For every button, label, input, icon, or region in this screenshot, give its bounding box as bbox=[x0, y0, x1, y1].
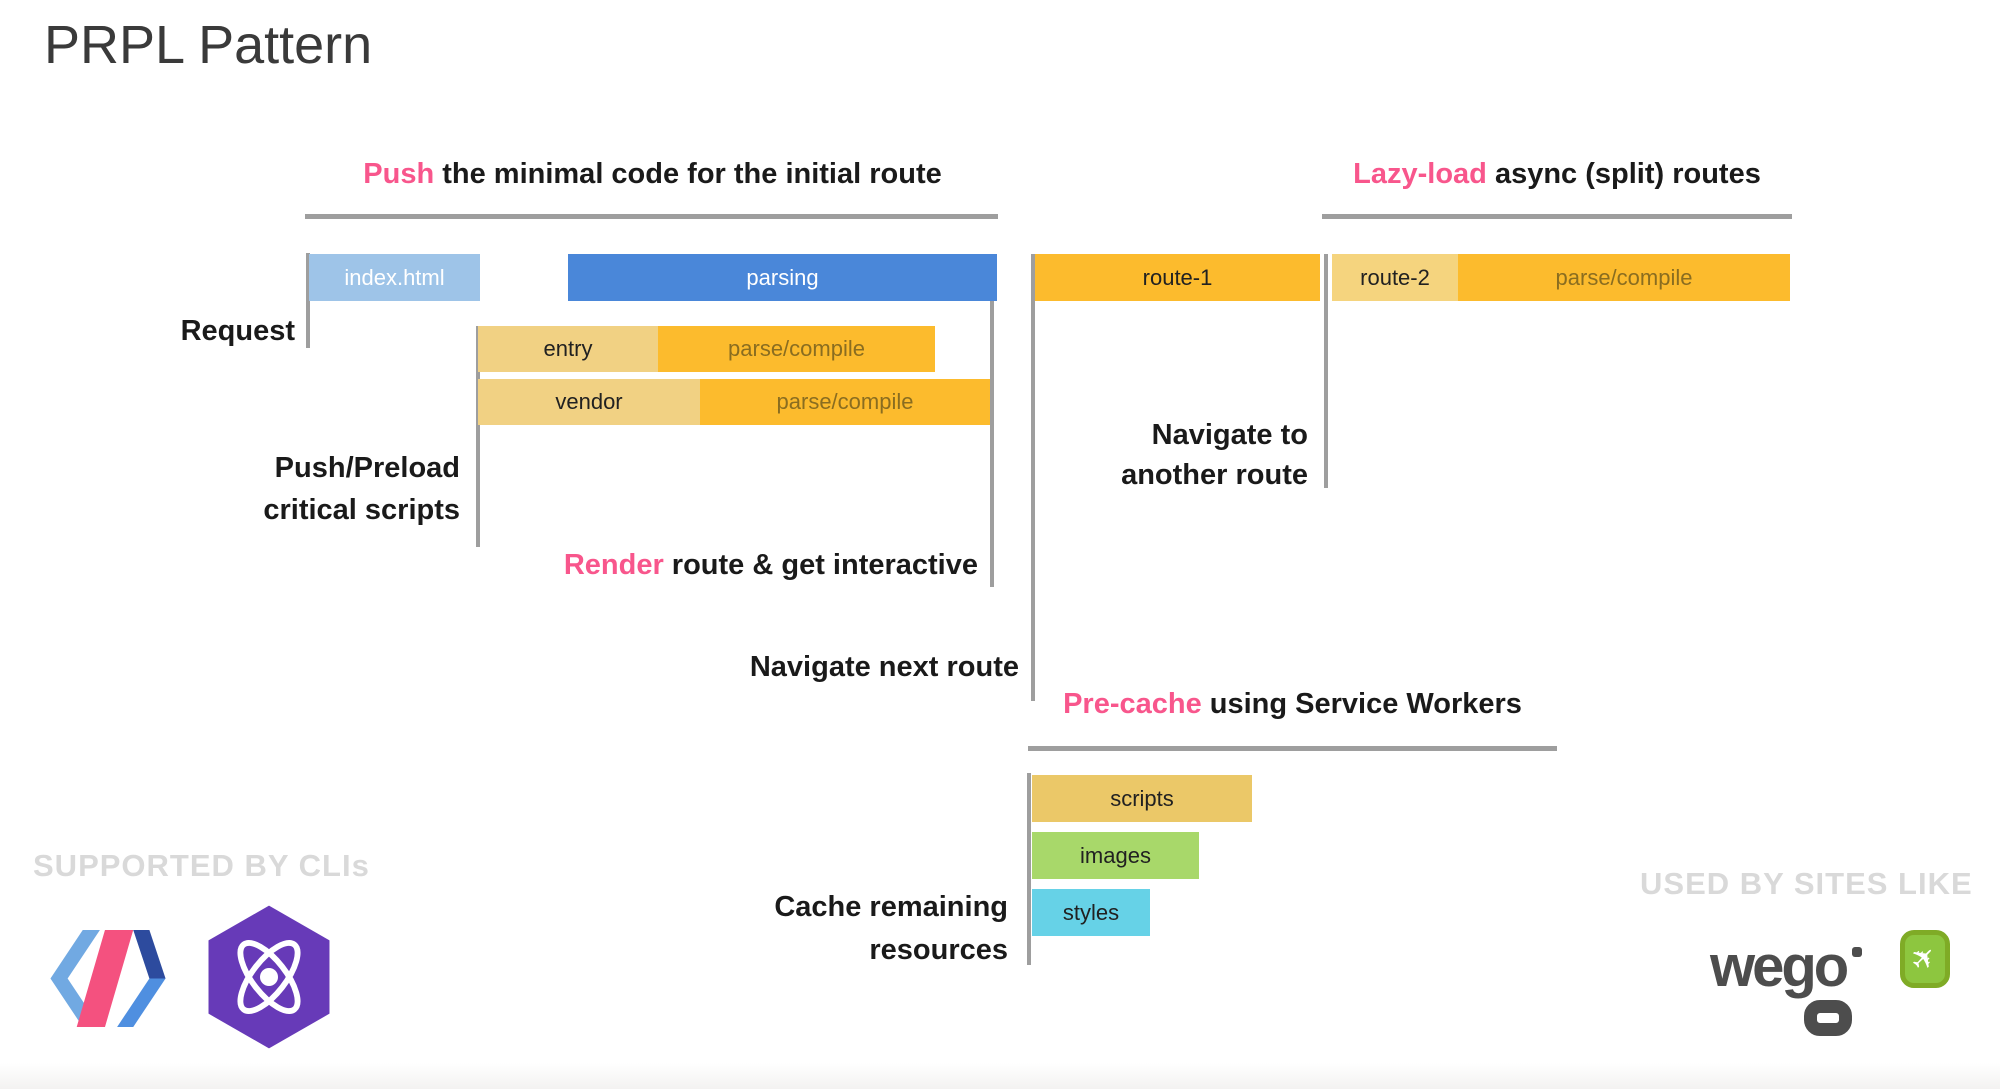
navigate-another-line1: Navigate to bbox=[1151, 419, 1308, 451]
wego-plane-icon: ✈ bbox=[1904, 938, 1946, 980]
render-label: Render route & get interactive bbox=[500, 549, 978, 582]
bar-route-1-label: route-1 bbox=[1142, 264, 1213, 290]
bar-scripts-label: scripts bbox=[1110, 785, 1174, 811]
polymer-logo bbox=[38, 926, 178, 1032]
underline-precache bbox=[1028, 746, 1557, 751]
underline-lazy-load bbox=[1322, 214, 1792, 219]
preact-logo-icon bbox=[208, 905, 330, 1049]
bar-route-2: route-2 bbox=[1332, 254, 1458, 301]
bar-route-2-label: route-2 bbox=[1360, 264, 1430, 290]
bar-vendor-parse-compile: parse/compile bbox=[700, 379, 990, 425]
bar-route-2-parse-compile-label: parse/compile bbox=[1555, 264, 1693, 290]
used-by-sites-caption: USED BY SITES LIKE bbox=[1640, 866, 1973, 901]
wego-plane-badge: ✈ bbox=[1900, 930, 1950, 988]
navigate-next-route-label: Navigate next route bbox=[749, 651, 1019, 683]
push-preload-label: Push/Preload critical scripts bbox=[150, 447, 460, 531]
heading-push: Push the minimal code for the initial ro… bbox=[305, 158, 1000, 191]
bar-vendor-parse-compile-label: parse/compile bbox=[776, 389, 914, 414]
bar-index-html-label: index.html bbox=[344, 264, 445, 290]
bar-styles: styles bbox=[1032, 889, 1150, 936]
underline-push bbox=[305, 214, 998, 219]
bar-vendor: vendor bbox=[478, 379, 700, 425]
navigate-another-line2: another route bbox=[1121, 459, 1308, 491]
wego-sub-o bbox=[1804, 1000, 1852, 1036]
wego-wordmark: wego bbox=[1710, 934, 1849, 999]
heading-lazy-rest: async (split) routes bbox=[1486, 158, 1761, 190]
push-preload-label-line1: Push/Preload bbox=[274, 452, 460, 484]
bar-index-html: index.html bbox=[309, 254, 480, 301]
heading-precache: Pre-cache using Service Workers bbox=[1028, 688, 1557, 721]
render-label-highlight: Render bbox=[563, 549, 664, 581]
timeline-request-line bbox=[306, 253, 310, 348]
timeline-navigate-next-line bbox=[1031, 254, 1035, 701]
preact-logo bbox=[202, 903, 336, 1051]
cache-remaining-line1: Cache remaining bbox=[774, 891, 1008, 923]
render-label-rest: route & get interactive bbox=[663, 549, 978, 581]
heading-precache-highlight: Pre-cache bbox=[1063, 688, 1202, 720]
navigate-another-route-label: Navigate to another route bbox=[1070, 415, 1308, 495]
bottom-shadow bbox=[0, 1063, 2000, 1089]
bar-entry: entry bbox=[478, 326, 658, 372]
bar-parsing: parsing bbox=[568, 254, 997, 301]
heading-lazy-load: Lazy-load async (split) routes bbox=[1322, 158, 1792, 191]
bar-vendor-label: vendor bbox=[555, 389, 623, 414]
wego-logo: wego ✈ bbox=[1700, 915, 1970, 1065]
bar-route-2-parse-compile: parse/compile bbox=[1458, 254, 1790, 301]
bar-parsing-label: parsing bbox=[746, 264, 819, 290]
bar-styles-label: styles bbox=[1062, 899, 1120, 925]
bar-images-label: images bbox=[1080, 842, 1151, 868]
bar-entry-label: entry bbox=[543, 336, 593, 361]
supported-by-clis-caption: SUPPORTED BY CLIs bbox=[33, 848, 370, 883]
timeline-render-line bbox=[990, 254, 994, 587]
timeline-push-preload-line bbox=[476, 326, 480, 547]
bar-images: images bbox=[1032, 832, 1199, 879]
cache-remaining-label: Cache remaining resources bbox=[720, 886, 1008, 972]
page-title: PRPL Pattern bbox=[44, 15, 373, 75]
heading-push-rest: the minimal code for the initial route bbox=[434, 158, 942, 190]
wego-dot bbox=[1852, 947, 1862, 957]
bar-route-1: route-1 bbox=[1035, 254, 1320, 301]
heading-push-highlight: Push bbox=[363, 158, 435, 190]
polymer-logo-icon bbox=[50, 930, 166, 1027]
heading-lazy-highlight: Lazy-load bbox=[1353, 158, 1487, 190]
bar-entry-parse-compile-label: parse/compile bbox=[728, 336, 865, 361]
timeline-navigate-another-line bbox=[1324, 254, 1328, 488]
cache-remaining-line2: resources bbox=[869, 934, 1008, 966]
request-label: Request bbox=[180, 315, 295, 347]
heading-precache-rest: using Service Workers bbox=[1201, 688, 1522, 720]
push-preload-label-line2: critical scripts bbox=[263, 494, 460, 526]
timeline-precache-line bbox=[1027, 773, 1031, 965]
bar-entry-parse-compile: parse/compile bbox=[658, 326, 935, 372]
bar-scripts: scripts bbox=[1032, 775, 1252, 822]
